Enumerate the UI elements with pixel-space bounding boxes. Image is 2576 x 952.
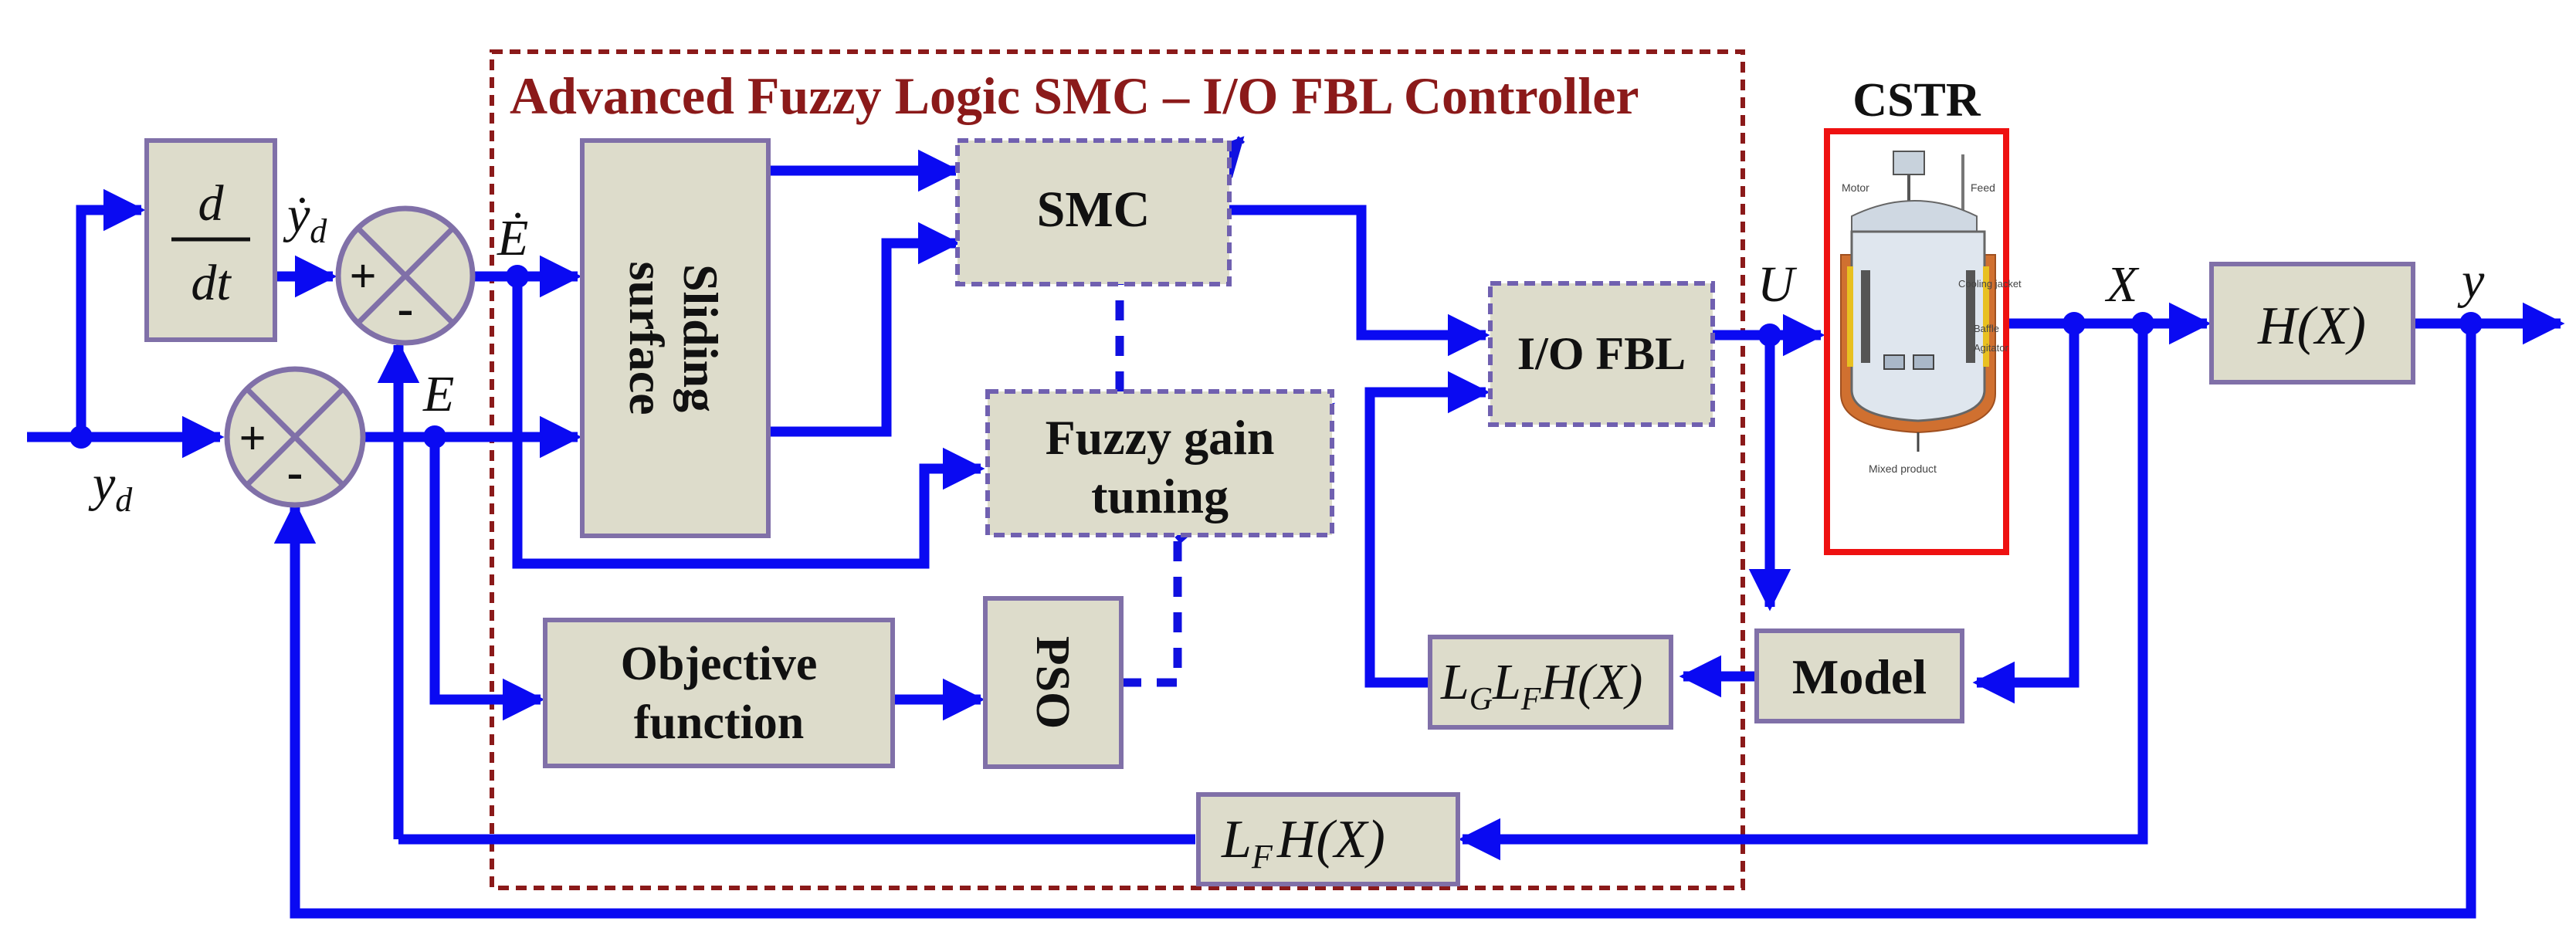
objective-function-block[interactable]: Objective function xyxy=(543,618,895,768)
summer-1[interactable]: + - xyxy=(335,205,476,346)
junction-y xyxy=(2459,312,2483,335)
cstr-agitator-label: Agitator xyxy=(1974,342,2008,354)
junction-x-model xyxy=(2062,312,2086,335)
junction-e xyxy=(423,425,446,449)
wire-x-to-lfhx xyxy=(1458,324,2148,861)
fuzzy-gain-tuning-block[interactable]: Fuzzy gain tuning xyxy=(985,389,1334,537)
label-x: X xyxy=(2104,256,2140,313)
cstr-baffle-label: Baffle xyxy=(1974,323,1999,334)
lf-hx-label: LFH(X) xyxy=(1221,810,1385,876)
wire-lglf-to-iofbl xyxy=(1364,371,1490,688)
derivative-block[interactable]: d dt xyxy=(144,138,277,342)
dashed-pso-to-fuzzy xyxy=(1121,540,1182,687)
junction-x-lf xyxy=(2131,312,2154,335)
lf-sub-f: F xyxy=(1251,838,1273,876)
pso-label: PSO xyxy=(1026,636,1079,730)
label-u: U xyxy=(1757,256,1798,313)
signal-wires xyxy=(27,149,2565,919)
wire-e-to-objective xyxy=(429,437,545,721)
label-yd-dot: ẏd xyxy=(283,187,327,250)
reactor-illustration: Motor Feed Cooling jacket Baffle Agitato… xyxy=(1840,151,2022,475)
derivative-denominator: dt xyxy=(191,255,232,311)
summer-1-plus: + xyxy=(349,250,376,303)
lf-tail: H(X) xyxy=(1276,810,1385,869)
label-y: y xyxy=(2457,252,2485,309)
wire-smc-to-iofbl xyxy=(1229,205,1490,357)
junction-yd xyxy=(69,425,93,449)
summer-2[interactable]: + - xyxy=(224,366,366,508)
lglf-l1: L xyxy=(1440,654,1469,710)
summer-2-plus: + xyxy=(239,412,266,465)
lf-l: L xyxy=(1221,810,1252,869)
label-yd: yd xyxy=(88,456,133,519)
model-label: Model xyxy=(1792,649,1927,704)
cstr-cooling-label: Cooling jacket xyxy=(1958,278,2022,290)
lglf-tail: H(X) xyxy=(1540,654,1642,710)
lglf-sub-f: F xyxy=(1520,682,1541,717)
junction-dots xyxy=(69,265,2483,449)
hx-label: H(X) xyxy=(2257,296,2366,356)
label-e: E xyxy=(422,366,454,422)
wire-x-to-model xyxy=(1972,324,2079,704)
label-e-dot: Ė xyxy=(497,210,528,266)
fuzzy-label-line1: Fuzzy gain xyxy=(1046,410,1275,465)
summer-2-minus: - xyxy=(287,446,303,499)
controller-boundary xyxy=(490,49,1745,890)
cstr-motor-label: Motor xyxy=(1842,181,1869,194)
lglf-l2: L xyxy=(1492,654,1521,710)
sliding-label-line2: surface xyxy=(619,261,674,415)
model-block[interactable]: Model xyxy=(1754,628,1964,723)
signal-labels: ẏd yd Ė E U X y xyxy=(88,187,2485,519)
objective-label-line1: Objective xyxy=(621,638,818,690)
wire-sliding-to-smc-b xyxy=(768,222,961,437)
io-fbl-label: I/O FBL xyxy=(1517,328,1686,379)
hx-block[interactable]: H(X) xyxy=(2209,262,2415,385)
wire-y-feedback xyxy=(273,324,2476,919)
sliding-label-line1: Sliding xyxy=(673,264,728,412)
pso-block[interactable]: PSO xyxy=(983,596,1124,769)
io-fbl-block[interactable]: I/O FBL xyxy=(1488,281,1715,427)
lglf-hx-label: LGLFH(X) xyxy=(1440,654,1642,717)
wire-yd-to-deriv xyxy=(76,188,146,437)
objective-label-line2: function xyxy=(634,696,804,749)
sliding-surface-block[interactable]: Sliding surface xyxy=(580,138,771,538)
lglf-hx-block[interactable]: LGLFH(X) xyxy=(1428,635,1673,730)
fuzzy-label-line2: tuning xyxy=(1091,469,1229,523)
cstr-feed-label: Feed xyxy=(1971,181,1995,194)
controller-title: Advanced Fuzzy Logic SMC – I/O FBL Contr… xyxy=(510,66,1639,125)
cstr-title: CSTR xyxy=(1852,74,1981,127)
cstr-block[interactable]: CSTR Motor Feed Cooling jacket Baffle Ag… xyxy=(1824,74,2022,555)
smc-block[interactable]: SMC xyxy=(955,138,1232,286)
junction-u xyxy=(1758,324,1781,347)
lf-hx-block[interactable]: LFH(X) xyxy=(1196,792,1460,886)
wire-edot-to-fuzzy xyxy=(512,276,985,569)
lglf-sub-g: G xyxy=(1469,682,1493,717)
derivative-numerator: d xyxy=(198,175,225,232)
cstr-product-label: Mixed product xyxy=(1869,462,1937,475)
junction-edot xyxy=(506,265,529,288)
summer-1-minus: - xyxy=(398,283,414,335)
smc-label: SMC xyxy=(1037,181,1151,238)
